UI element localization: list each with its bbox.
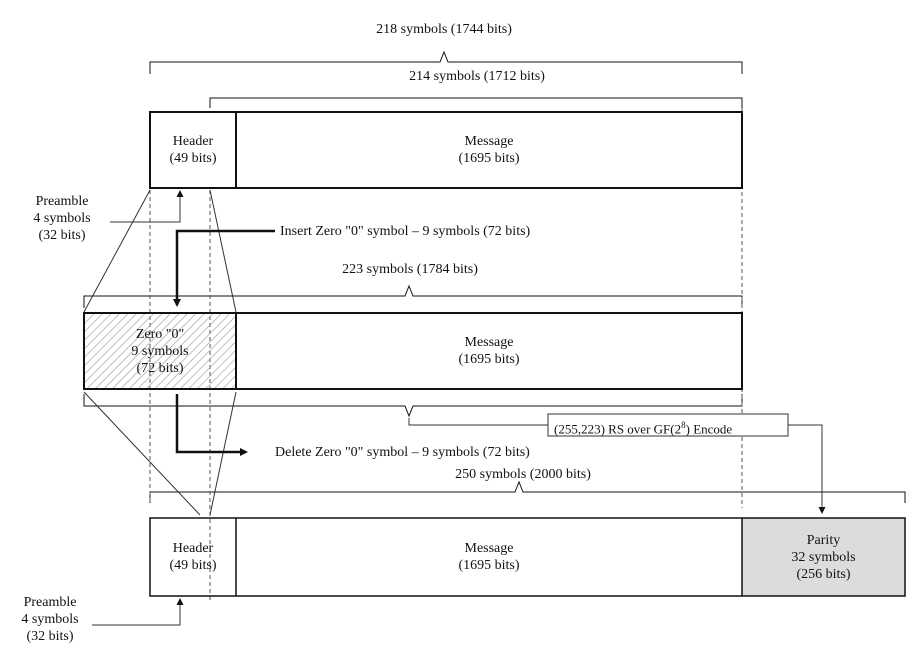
- frame3-message-cell: Message (1695 bits): [236, 518, 742, 596]
- frame3-header-bits: (49 bits): [169, 558, 217, 573]
- frame3-parity-bits: (256 bits): [796, 566, 851, 582]
- frame2-message-title: Message: [464, 335, 514, 350]
- label-middle: 223 symbols (1784 bits): [342, 262, 478, 277]
- preamble-top-line3: (32 bits): [38, 228, 86, 243]
- rs-encode-suffix: ) Encode: [685, 421, 733, 437]
- preamble-top-pointer: [110, 190, 184, 223]
- preamble-top-line2: 4 symbols: [33, 211, 91, 226]
- frame2-zero-bits: (72 bits): [136, 360, 184, 376]
- frame3-parity-title: Parity: [806, 532, 841, 548]
- preamble-bottom-line2: 4 symbols: [21, 612, 79, 627]
- frame1-message-bits: (1695 bits): [458, 151, 520, 166]
- preamble-bottom-pointer: [92, 598, 184, 626]
- preamble-bottom-line3: (32 bits): [26, 629, 74, 644]
- frame1-message-cell: Message (1695 bits): [236, 112, 742, 188]
- frame3-message-title: Message: [464, 541, 514, 556]
- bracket-middle-lower: [83, 394, 743, 418]
- label-top-total: 218 symbols (1744 bits): [376, 22, 512, 37]
- frame2-message-cell: Message (1695 bits): [236, 313, 742, 389]
- delete-zero-label: Delete Zero "0" symbol – 9 symbols (72 b…: [275, 445, 530, 460]
- label-top-inner: 214 symbols (1712 bits): [406, 68, 548, 85]
- preamble-top-label: Preamble 4 symbols (32 bits): [22, 193, 102, 244]
- frame2-zero-symbols: 9 symbols: [131, 343, 189, 359]
- frame2-zero-title: Zero "0": [135, 326, 185, 342]
- rs-encode-label: (255,223) RS over GF(28) Encode: [554, 417, 732, 437]
- insert-zero-label: Insert Zero "0" symbol – 9 symbols (72 b…: [280, 224, 531, 239]
- frame1-boxes: [149, 111, 743, 189]
- preamble-top-line1: Preamble: [35, 194, 89, 209]
- bracket-top-inner: [209, 97, 743, 108]
- frame2-message-bits: (1695 bits): [458, 352, 520, 367]
- delete-zero-arrow: [175, 394, 248, 456]
- preamble-bottom-line1: Preamble: [23, 595, 77, 610]
- frame2-boxes: [83, 312, 743, 390]
- frame3-header-title: Header: [172, 541, 214, 556]
- bracket-middle: [83, 284, 743, 308]
- frame1-header-bits: (49 bits): [169, 151, 217, 166]
- rs-encode-connector: [408, 413, 826, 514]
- frame1-header-title: Header: [172, 134, 214, 149]
- projection-lines: [83, 189, 237, 516]
- frame3-message-bits: (1695 bits): [458, 558, 520, 573]
- rs-encode-prefix: (255,223) RS over GF(2: [554, 421, 682, 437]
- bracket-bottom: [149, 480, 906, 503]
- rs-encode-exponent: 8: [681, 420, 686, 430]
- insert-zero-arrow: [173, 229, 275, 307]
- frame3-parity-symbols: 32 symbols: [791, 549, 856, 565]
- frame3-header-cell: Header (49 bits): [150, 518, 236, 596]
- frame3-parity-cell: Parity 32 symbols (256 bits): [742, 518, 905, 596]
- frame1-message-title: Message: [464, 134, 514, 149]
- frame3-boxes: [149, 517, 906, 597]
- label-bottom: 250 symbols (2000 bits): [455, 467, 591, 482]
- preamble-bottom-label: Preamble 4 symbols (32 bits): [10, 594, 90, 645]
- frame2-zero-cell: Zero "0" 9 symbols (72 bits): [84, 313, 236, 389]
- frame1-header-cell: Header (49 bits): [150, 112, 236, 188]
- bracket-top-total: [149, 50, 743, 74]
